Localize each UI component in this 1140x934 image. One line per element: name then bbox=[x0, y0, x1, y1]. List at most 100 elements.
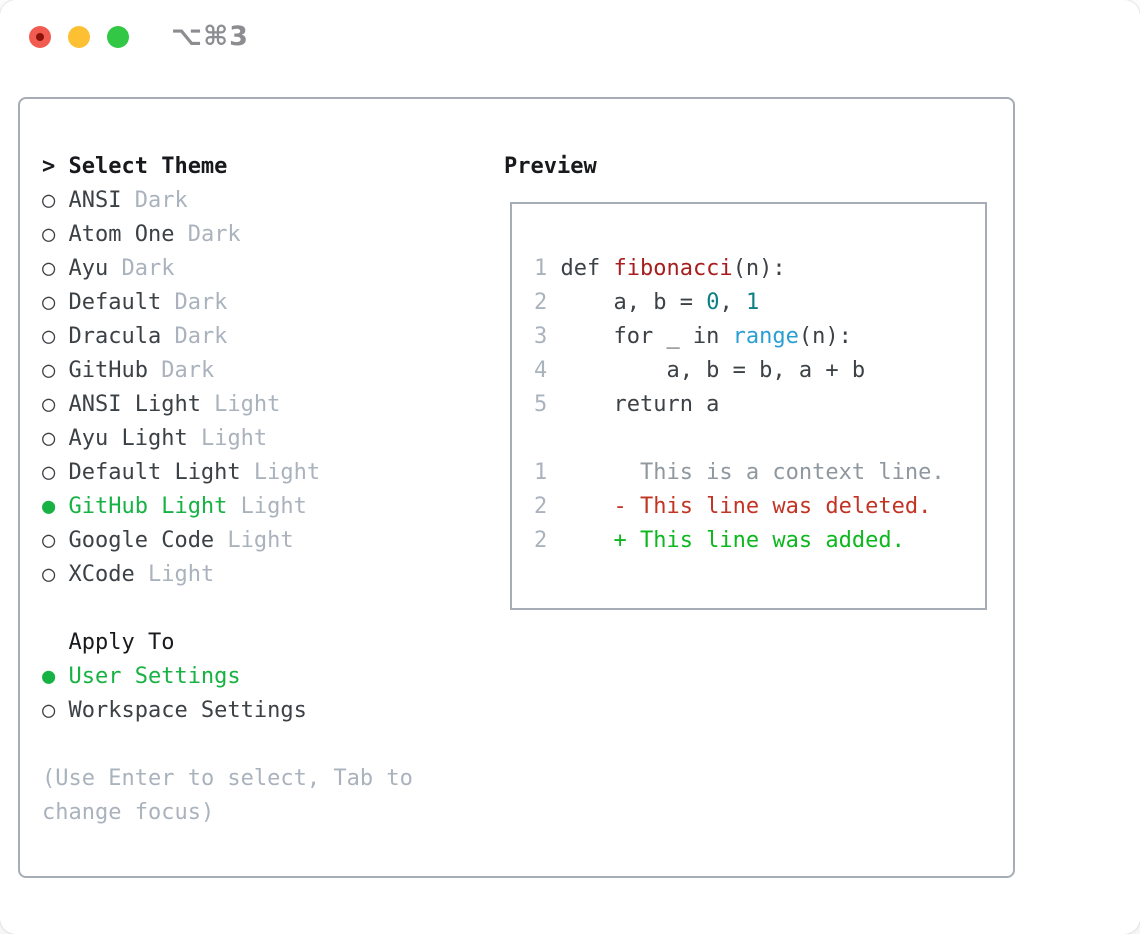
line-number: 4 bbox=[534, 358, 548, 383]
variant-tag: Light bbox=[134, 562, 215, 587]
code-line: 2 a, b = 0, 1 bbox=[534, 286, 985, 320]
code-line: 5 return a bbox=[534, 388, 985, 422]
option-label: Google Code bbox=[68, 528, 215, 553]
line-content: This is a context line. bbox=[560, 456, 945, 490]
variant-tag: Light bbox=[200, 392, 281, 417]
apply-option-workspace-settings[interactable]: ○Workspace Settings bbox=[42, 694, 307, 728]
code-token: This is a context line. bbox=[560, 460, 945, 485]
theme-option-github-light[interactable]: ● GitHub Light Light bbox=[42, 490, 320, 524]
code-line: 1 def fibonacci(n): bbox=[534, 252, 985, 286]
theme-option-xcode[interactable]: ○ XCode Light bbox=[42, 558, 320, 592]
code-line: 3 for _ in range(n): bbox=[534, 320, 985, 354]
option-label: Atom One bbox=[68, 222, 175, 247]
option-label: Ayu Light bbox=[68, 426, 188, 451]
variant-tag: Dark bbox=[161, 290, 228, 315]
code-token: (n): bbox=[732, 256, 786, 281]
code-token: , bbox=[719, 290, 746, 315]
code-token: - This line was deleted. bbox=[560, 494, 932, 519]
code-line: 4 a, b = b, a + b bbox=[534, 354, 985, 388]
preview-header: Preview bbox=[504, 154, 597, 179]
diff-line: 1 This is a context line. bbox=[534, 456, 985, 490]
theme-option-atom-one[interactable]: ○Atom One Dark bbox=[42, 218, 320, 252]
option-label: ANSI Light bbox=[68, 392, 201, 417]
variant-tag: Dark bbox=[174, 222, 241, 247]
variant-tag: Dark bbox=[121, 188, 188, 213]
radio-unselected-icon: ○ bbox=[42, 256, 56, 281]
theme-option-default[interactable]: ○Default Dark bbox=[42, 286, 320, 320]
line-content: + This line was added. bbox=[560, 524, 904, 558]
select-theme-header: >Select Theme bbox=[42, 150, 320, 184]
option-label: GitHub bbox=[68, 358, 148, 383]
theme-selector-panel: >Select Theme ○ANSI Dark○Atom One Dark○A… bbox=[18, 97, 1015, 878]
radio-selected-icon: ● bbox=[42, 664, 56, 689]
help-text: (Use Enter to select, Tab to change focu… bbox=[42, 766, 413, 825]
code-token: (n): bbox=[798, 324, 852, 349]
option-label: XCode bbox=[68, 562, 135, 587]
theme-list: >Select Theme ○ANSI Dark○Atom One Dark○A… bbox=[42, 150, 320, 592]
theme-option-ayu-light[interactable]: ○ Ayu Light Light bbox=[42, 422, 320, 456]
radio-unselected-icon: ○ bbox=[42, 392, 56, 417]
titlebar: ⌥⌘3 bbox=[29, 21, 249, 52]
line-content: def fibonacci(n): bbox=[560, 252, 785, 286]
apply-to-options: ●User Settings○Workspace Settings bbox=[42, 660, 307, 728]
code-token: return a bbox=[560, 392, 720, 417]
line-number: 1 bbox=[534, 460, 548, 485]
apply-option-user-settings[interactable]: ●User Settings bbox=[42, 660, 307, 694]
apply-to-label: Apply To bbox=[68, 630, 175, 655]
code-token: range bbox=[732, 324, 799, 349]
variant-tag: Dark bbox=[147, 358, 215, 383]
theme-option-ansi-light[interactable]: ○ ANSI Light Light bbox=[42, 388, 320, 422]
theme-options: ○ANSI Dark○Atom One Dark○Ayu Dark○Defaul… bbox=[42, 184, 320, 592]
theme-option-dracula[interactable]: ○Dracula Dark bbox=[42, 320, 320, 354]
option-label: Dracula bbox=[68, 324, 162, 349]
line-number: 1 bbox=[534, 256, 548, 281]
theme-option-google-code[interactable]: ○ Google Code Light bbox=[42, 524, 320, 558]
radio-unselected-icon: ○ bbox=[42, 426, 56, 451]
variant-tag: Light bbox=[187, 426, 268, 451]
window-title: ⌥⌘3 bbox=[171, 21, 249, 52]
radio-unselected-icon: ○ bbox=[42, 290, 56, 315]
theme-option-default-light[interactable]: ○Default Light Light bbox=[42, 456, 320, 490]
radio-selected-icon: ● bbox=[42, 494, 56, 519]
code-token: for _ in bbox=[560, 324, 733, 349]
code-token: + This line was added. bbox=[560, 528, 905, 553]
code-token: def bbox=[560, 256, 614, 281]
maximize-button[interactable] bbox=[107, 26, 129, 48]
option-label: Workspace Settings bbox=[68, 698, 307, 723]
variant-tag: Light bbox=[214, 528, 294, 553]
diff-preview: 1 This is a context line.2 - This line w… bbox=[534, 456, 985, 558]
option-label: GitHub Light bbox=[68, 494, 228, 519]
option-label: Ayu bbox=[68, 256, 109, 281]
line-number: 2 bbox=[534, 290, 548, 315]
code-token: 1 bbox=[745, 290, 760, 315]
diff-line: 2 + This line was added. bbox=[534, 524, 985, 558]
minimize-button[interactable] bbox=[68, 26, 90, 48]
code-token: a, b = b, a + b bbox=[560, 358, 866, 383]
theme-option-ansi[interactable]: ○ANSI Dark bbox=[42, 184, 320, 218]
line-number: 5 bbox=[534, 392, 548, 417]
variant-tag: Light bbox=[240, 460, 321, 485]
radio-unselected-icon: ○ bbox=[42, 188, 56, 213]
radio-unselected-icon: ○ bbox=[42, 562, 56, 587]
line-content: a, b = 0, 1 bbox=[560, 286, 759, 320]
theme-option-ayu[interactable]: ○Ayu Dark bbox=[42, 252, 320, 286]
line-content: return a bbox=[560, 388, 719, 422]
code-token: a, b = bbox=[560, 290, 707, 315]
code-token: 0 bbox=[706, 290, 720, 315]
radio-unselected-icon: ○ bbox=[42, 324, 56, 349]
radio-unselected-icon: ○ bbox=[42, 358, 56, 383]
line-number: 2 bbox=[534, 528, 548, 553]
diff-line: 2 - This line was deleted. bbox=[534, 490, 985, 524]
line-content: for _ in range(n): bbox=[560, 320, 851, 354]
variant-tag: Light bbox=[227, 494, 307, 519]
code-token: fibonacci bbox=[613, 256, 733, 281]
option-label: Default Light bbox=[68, 460, 241, 485]
apply-to-section: Apply To ●User Settings○Workspace Settin… bbox=[42, 626, 307, 728]
radio-unselected-icon: ○ bbox=[42, 528, 56, 553]
close-button[interactable] bbox=[29, 26, 51, 48]
apply-to-header: Apply To bbox=[42, 626, 307, 660]
theme-option-github[interactable]: ○ GitHub Dark bbox=[42, 354, 320, 388]
